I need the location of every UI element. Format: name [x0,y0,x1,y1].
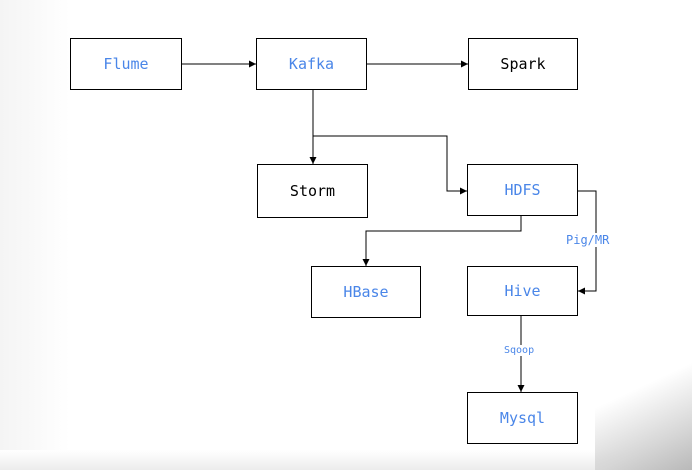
node-hive: Hive [467,266,578,316]
edge-hdfs-hbase [362,216,522,266]
edge-label-pig-mr: Pig/MR [564,233,612,247]
node-spark: Spark [468,38,578,90]
edge-kafka-hdfs [313,135,467,195]
node-hbase: HBase [311,266,421,318]
page-curl-shadow [595,320,692,470]
bottom-shadow [0,450,692,470]
node-storm: Storm [257,164,368,218]
edge-label-sqoop: Sqoop [502,345,537,356]
node-kafka: Kafka [256,38,367,90]
node-mysql: Mysql [467,392,578,444]
left-shadow [0,0,70,470]
node-flume: Flume [70,38,182,90]
node-hdfs: HDFS [467,164,578,216]
